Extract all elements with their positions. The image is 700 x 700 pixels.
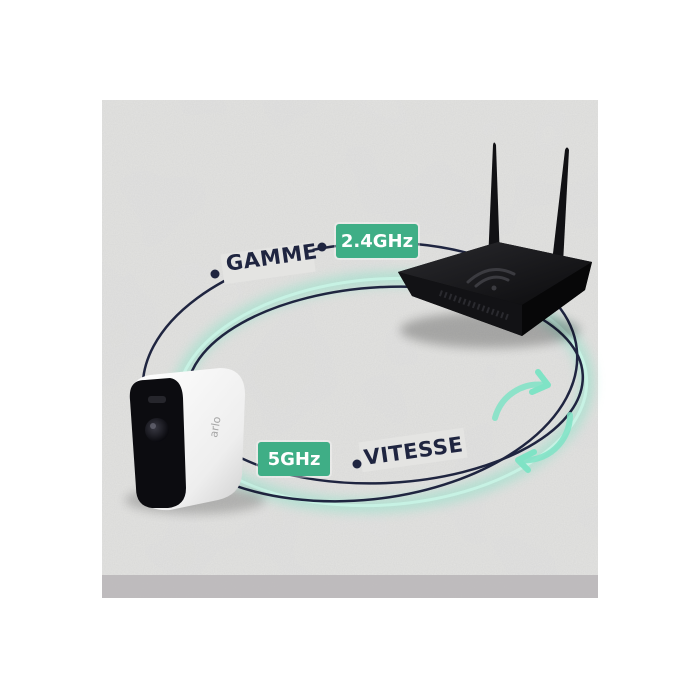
band-5ghz-badge: 5GHz [258, 442, 330, 476]
sync-arrows-icon [492, 369, 574, 473]
security-camera-icon: arlo [125, 368, 265, 514]
band-2-4ghz-badge: 2.4GHz [336, 224, 418, 258]
stone-background [102, 100, 598, 598]
camera-brand-label: arlo [207, 415, 224, 438]
wifi-router-icon [398, 142, 592, 348]
band-5ghz-text: 5GHz [267, 448, 321, 470]
band-2-4ghz-text: 2.4GHz [340, 230, 414, 252]
